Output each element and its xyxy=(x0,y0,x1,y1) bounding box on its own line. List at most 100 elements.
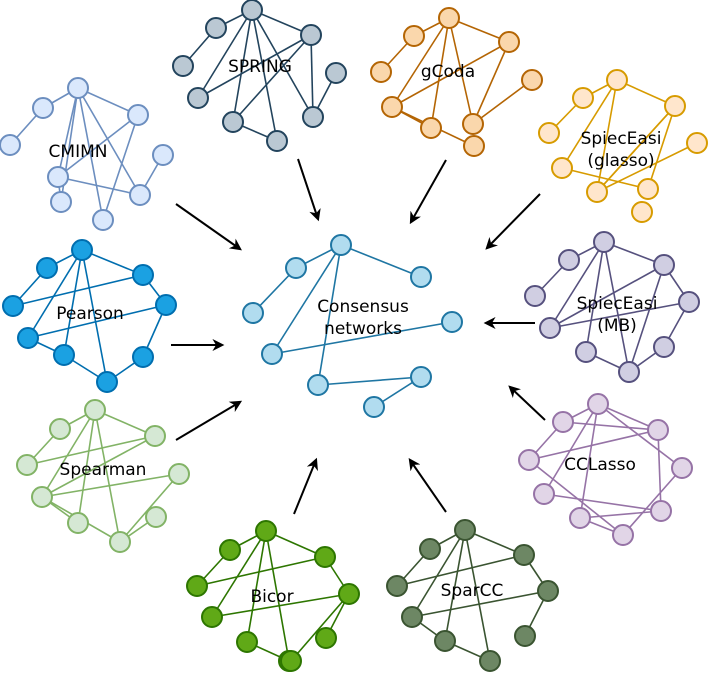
network-edge xyxy=(579,510,662,519)
network-edge xyxy=(310,34,314,118)
network-node xyxy=(653,336,675,358)
network-node xyxy=(109,531,131,553)
network-edge xyxy=(41,409,96,498)
network-node xyxy=(144,425,166,447)
network-node xyxy=(533,483,555,505)
network-node xyxy=(47,166,69,188)
network-edge xyxy=(561,79,618,169)
network-node xyxy=(386,575,408,597)
network-node xyxy=(84,399,106,421)
network-node xyxy=(255,520,277,542)
network-node xyxy=(49,418,71,440)
network-node xyxy=(127,104,149,126)
network-node xyxy=(513,544,535,566)
network-node xyxy=(558,249,580,271)
network-node xyxy=(280,650,302,672)
network-edge xyxy=(391,41,510,108)
network-spieceasi-mb: SpiecEasi(MB) xyxy=(524,231,700,383)
network-node xyxy=(524,285,546,307)
network-edge xyxy=(77,409,96,524)
network-node xyxy=(618,361,640,383)
network-node xyxy=(16,454,38,476)
network-edge xyxy=(596,105,676,193)
network-edge xyxy=(464,529,491,662)
network-node xyxy=(401,606,423,628)
network-node xyxy=(420,117,442,139)
network-node xyxy=(671,457,693,479)
network-node xyxy=(236,631,258,653)
network-edge xyxy=(246,530,267,643)
network-edge xyxy=(265,530,290,662)
network-edge xyxy=(211,593,350,618)
network-node xyxy=(606,69,628,91)
network-label: SpiecEasi xyxy=(577,294,658,314)
network-spieceasi-glasso: SpiecEasi(glasso) xyxy=(538,69,708,223)
network-edge xyxy=(561,167,649,190)
network-label: SparCC xyxy=(441,581,504,601)
network-node xyxy=(187,87,209,109)
network-edge xyxy=(391,17,450,108)
network-edge xyxy=(27,249,83,339)
network-edge xyxy=(211,530,267,618)
network-node xyxy=(155,294,177,316)
network-node xyxy=(454,519,476,541)
network-node xyxy=(172,55,194,77)
network-edge xyxy=(251,9,314,118)
network-node xyxy=(521,69,543,91)
network-node xyxy=(551,157,573,179)
network-node xyxy=(129,184,151,206)
network-node xyxy=(219,539,241,561)
network-edge xyxy=(81,249,108,383)
network-edge xyxy=(57,87,79,178)
network-edge xyxy=(41,473,180,498)
network-edge xyxy=(196,556,326,587)
network-gcoda: gCoda xyxy=(370,7,543,157)
arrows-layer xyxy=(171,158,546,515)
network-node xyxy=(586,181,608,203)
network-node xyxy=(518,449,540,471)
network-spring: SPRING xyxy=(172,0,347,152)
network-edge xyxy=(597,403,683,469)
network-node xyxy=(67,512,89,534)
network-edge xyxy=(271,321,453,355)
network-node xyxy=(539,317,561,339)
network-edge xyxy=(197,34,312,99)
network-node xyxy=(410,366,432,388)
network-label: networks xyxy=(324,319,402,339)
network-node xyxy=(132,346,154,368)
network-label: Bicor xyxy=(250,587,293,607)
network-edge xyxy=(232,9,253,123)
network-node xyxy=(686,132,708,154)
network-node xyxy=(302,106,324,128)
network-node xyxy=(285,257,307,279)
network-node xyxy=(96,371,118,393)
network-node xyxy=(67,77,89,99)
network-edge xyxy=(444,529,466,642)
network-node xyxy=(168,463,190,485)
network-label: CMIMN xyxy=(49,142,108,162)
network-node xyxy=(2,295,24,317)
network-edge xyxy=(430,17,450,129)
network-edge xyxy=(549,301,690,329)
network-node xyxy=(71,239,93,261)
network-edge xyxy=(290,593,350,662)
network-node xyxy=(314,546,336,568)
network-pearson: Pearson xyxy=(2,239,177,393)
nodes xyxy=(370,7,543,157)
network-edge xyxy=(647,105,676,190)
network-node xyxy=(587,393,609,415)
network-edge xyxy=(251,9,278,142)
network-edge xyxy=(657,429,662,512)
arrow-sparcc-to-consensus xyxy=(408,458,447,513)
nodes xyxy=(524,231,700,383)
network-edge xyxy=(27,304,167,339)
network-edge xyxy=(77,87,104,221)
network-cclasso: CCLasso xyxy=(518,393,693,546)
network-node xyxy=(300,24,322,46)
network-node xyxy=(575,341,597,363)
nodes xyxy=(186,520,360,672)
network-label: Consensus xyxy=(317,297,409,317)
network-node xyxy=(338,583,360,605)
network-edge xyxy=(603,241,630,373)
